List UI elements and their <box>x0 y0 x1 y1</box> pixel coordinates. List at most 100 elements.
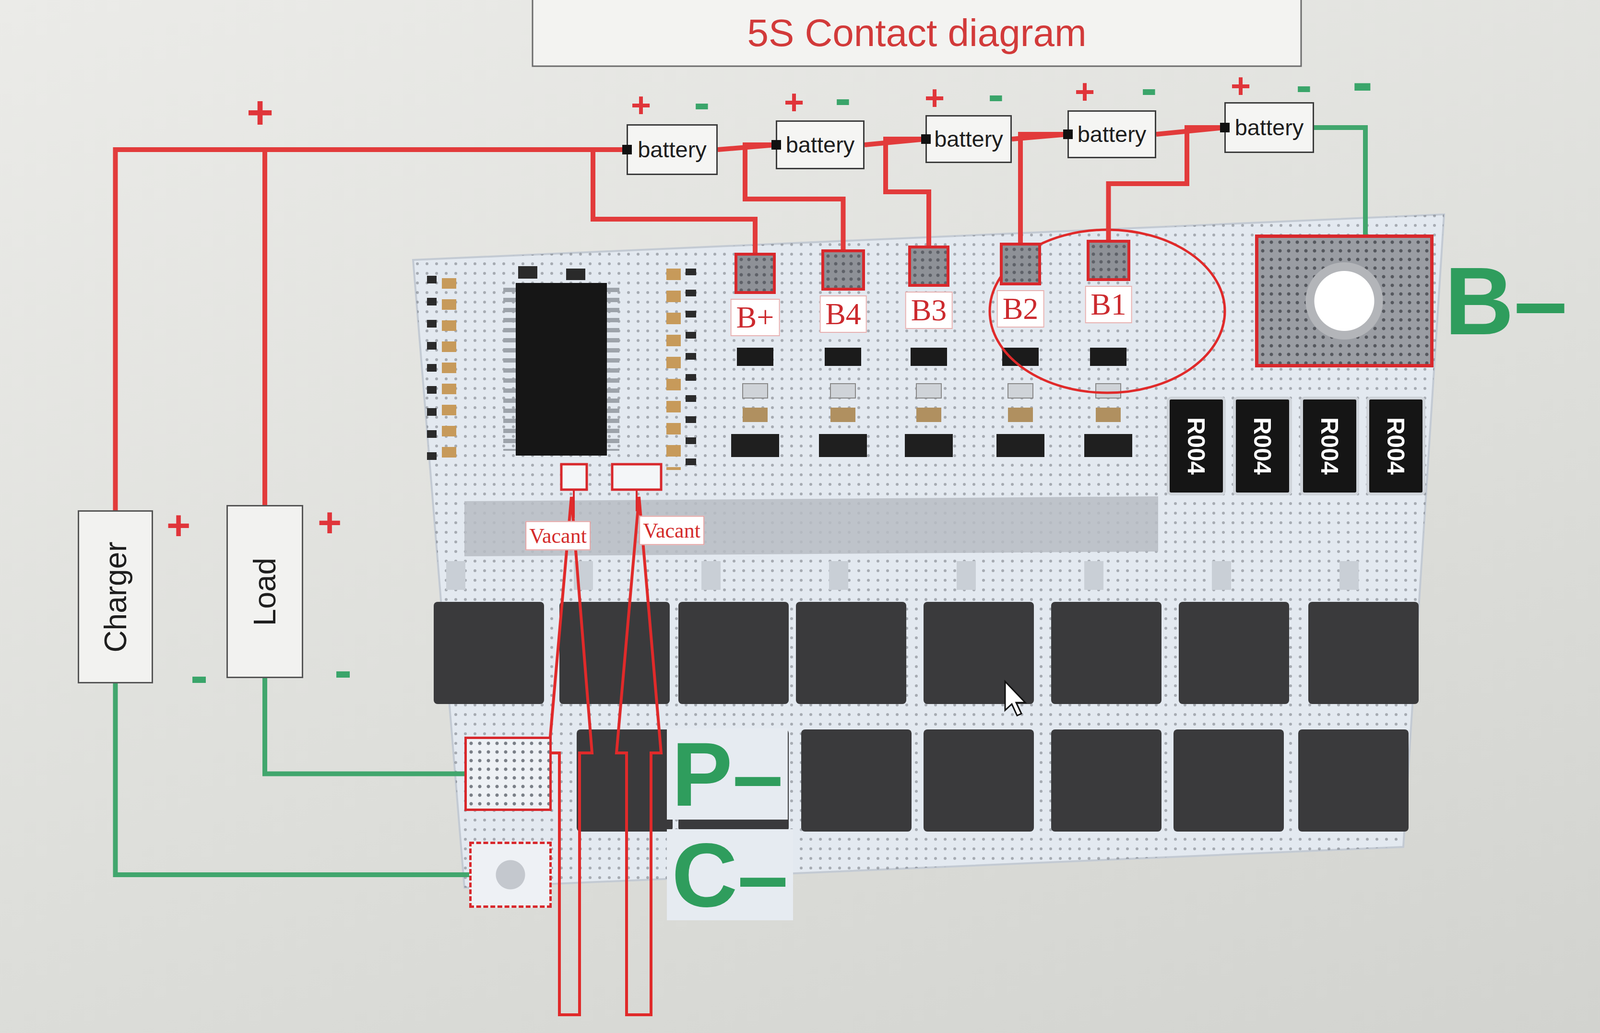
minus-sign: - <box>1295 60 1312 109</box>
minus-sign: - <box>693 78 710 127</box>
wire <box>885 139 929 246</box>
shunt-resistor <box>1301 398 1358 495</box>
title-box <box>532 0 1302 67</box>
battery-label: battery <box>934 126 1004 152</box>
pad-label: B– <box>1444 253 1568 350</box>
diagram-title: 5S Contact diagram <box>746 13 1087 53</box>
minus-sign: - <box>1351 50 1373 113</box>
smd-part <box>518 266 538 279</box>
wire <box>264 678 465 775</box>
smd-resistor <box>1002 347 1039 367</box>
vacant-pad <box>561 464 587 490</box>
shunt-resistor <box>1367 398 1424 495</box>
battery-terminal <box>1063 129 1073 140</box>
smd-resistor <box>910 347 948 367</box>
plus-sign: + <box>317 501 342 544</box>
mosfet <box>1308 602 1419 705</box>
minus-sign: - <box>334 643 353 697</box>
mosfet-tabs <box>446 561 1435 591</box>
highlight-ellipse <box>989 229 1225 393</box>
capacitor-column <box>666 268 681 471</box>
output-pad: P– <box>464 736 552 812</box>
plus-sign: + <box>246 89 274 136</box>
pad-label: B+ <box>730 298 781 337</box>
mosfet <box>678 602 789 705</box>
smd-capacitor <box>742 407 768 423</box>
wire <box>115 683 470 876</box>
mosfet <box>1173 729 1284 832</box>
mosfet <box>1178 602 1290 705</box>
smd-capacitor <box>1007 383 1033 399</box>
mosfet <box>1051 729 1162 832</box>
battery-box: battery <box>925 115 1012 164</box>
pad-label: P– <box>666 728 788 820</box>
resistor-marking: R004 <box>1182 417 1210 475</box>
mosfet <box>1051 602 1162 705</box>
balance-pad: B2 <box>999 242 1042 286</box>
battery-label: battery <box>1077 121 1147 147</box>
plus-sign: + <box>166 504 191 546</box>
battery-box: battery <box>626 124 718 176</box>
smd-transistor <box>1084 434 1133 458</box>
pad-label: B2 <box>996 290 1045 328</box>
plus-sign: + <box>783 84 805 120</box>
title-holder: 5S Contact diagram <box>532 0 1302 67</box>
balance-pad: B3 <box>908 245 950 287</box>
smd-capacitor <box>830 407 856 423</box>
smd-transistor <box>818 434 867 458</box>
plus-sign: + <box>1230 68 1251 104</box>
resistor-marking: R004 <box>1315 417 1344 475</box>
balance-pad: B4 <box>821 249 866 291</box>
wire <box>115 149 628 511</box>
mosfet <box>801 729 912 832</box>
pointer-arrow <box>548 497 593 1016</box>
mouse-cursor <box>1005 681 1026 716</box>
battery-terminal <box>921 134 931 144</box>
chip-pins <box>503 287 516 451</box>
device-box: Load <box>226 505 304 679</box>
resistor-marking: R004 <box>1381 417 1410 475</box>
pointer-arrow <box>616 497 662 1016</box>
minus-sign: - <box>987 70 1004 119</box>
chip-pins <box>606 287 620 451</box>
smd-transistor <box>996 434 1045 458</box>
battery-label: battery <box>1234 115 1304 141</box>
led-column <box>441 278 457 461</box>
pad-label: C– <box>666 829 794 921</box>
smd-capacitor <box>830 383 856 399</box>
balance-pad: B+ <box>734 252 776 295</box>
device-box: Charger <box>77 510 154 684</box>
battery-box: battery <box>775 120 865 170</box>
resistor-marking: R004 <box>1248 417 1277 475</box>
wire <box>1314 127 1366 235</box>
battery-box: battery <box>1067 110 1157 159</box>
vacant-pad <box>612 464 662 490</box>
pad-note: Vacant <box>525 521 591 551</box>
mosfet <box>433 602 545 705</box>
balance-pad: B1 <box>1086 239 1131 282</box>
smd-capacitor <box>1095 383 1121 399</box>
smd-capacitor <box>916 407 942 423</box>
smd-transistor <box>904 434 953 458</box>
smd-resistor <box>824 347 862 367</box>
device-label: Charger <box>98 541 132 653</box>
plus-sign: + <box>1074 74 1095 109</box>
smd-column <box>426 275 437 471</box>
bms-chip <box>515 283 607 456</box>
smd-resistor <box>1090 347 1127 367</box>
mosfet <box>795 602 907 705</box>
negative-pad: B– <box>1255 234 1434 368</box>
wire <box>264 149 627 506</box>
shunt-resistor <box>1234 398 1291 495</box>
battery-label: battery <box>637 137 707 163</box>
smd-capacitor <box>742 383 768 399</box>
smd-capacitor <box>916 383 942 399</box>
solder-strip <box>464 496 1159 557</box>
smd-column <box>685 268 697 471</box>
shunt-resistor <box>1168 398 1225 495</box>
minus-sign: - <box>1140 63 1157 112</box>
battery-box: battery <box>1224 102 1315 154</box>
device-label: Load <box>248 557 282 626</box>
pad-label: B4 <box>819 295 867 333</box>
